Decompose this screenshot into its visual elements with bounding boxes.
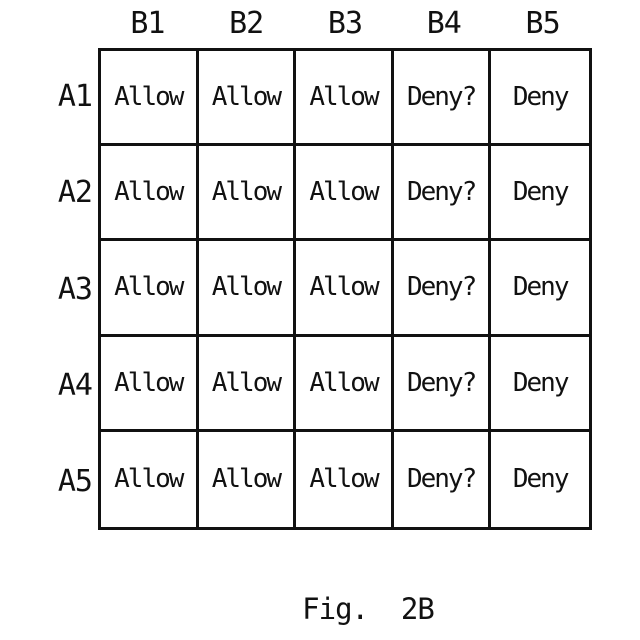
row-headers: A1 A2 A3 A4 A5	[0, 48, 93, 530]
matrix-cell-a3-b5: Deny	[491, 241, 589, 337]
matrix-cell-a4-b3: Allow	[296, 336, 394, 432]
matrix-cell-a1-b2: Allow	[198, 51, 297, 147]
row-header-a5: A5	[57, 464, 93, 500]
matrix-cell-a5-b5: Deny	[512, 464, 570, 495]
permission-matrix: Allow Allow Allow Deny? Deny Allow Allow…	[98, 48, 592, 530]
matrix-cell-a3-b1: Allow	[101, 241, 199, 337]
column-header-b2: B2	[229, 5, 264, 41]
row-header-a4: A4	[57, 367, 93, 403]
column-header-b4: B4	[426, 5, 462, 41]
row-header-a2: A2	[57, 175, 93, 211]
matrix-cell-a5-b4: Deny?	[394, 431, 492, 527]
matrix-cell-a1-b1: Allow	[101, 51, 199, 147]
matrix-cell-a4-b5: Deny	[491, 337, 589, 432]
matrix-cell-a5-b3: Allow	[296, 431, 394, 527]
matrix-cell-a4-b1: Allow	[101, 336, 199, 432]
matrix-cell-a1-b3: Allow	[296, 51, 394, 147]
matrix-cell-a4-b2: Allow	[198, 336, 297, 432]
matrix-cell-a2-b1: Allow	[101, 146, 199, 242]
column-header-b5: B5	[525, 5, 561, 41]
column-header-b3: B3	[327, 5, 363, 41]
matrix-cell-a2-b5: Deny	[491, 146, 589, 242]
matrix-cell-a4-b4: Deny?	[393, 336, 492, 432]
matrix-cell-a2-b2: Allow	[198, 146, 297, 242]
matrix-cell-a5-b2: Allow	[199, 431, 297, 527]
matrix-cell-a2-b3: Allow	[296, 146, 394, 242]
matrix-cell-a1-b4: Deny?	[393, 51, 492, 147]
matrix-cell-a1-b5: Deny	[491, 51, 589, 147]
row-header-a1: A1	[57, 78, 93, 114]
matrix-cell-a2-b4: Deny?	[393, 146, 492, 242]
column-headers: B1 B2 B3 B4 B5	[98, 2, 592, 44]
figure-caption: Fig. 2B	[302, 592, 435, 626]
matrix-cell-a3-b3: Allow	[296, 241, 394, 337]
column-header-b1: B1	[130, 5, 165, 41]
matrix-cell-a3-b4: Deny?	[393, 241, 492, 337]
matrix-cell-a3-b2: Allow	[198, 241, 297, 337]
row-header-a3: A3	[57, 271, 93, 307]
matrix-cell-a5-b1: Allow	[101, 431, 199, 527]
